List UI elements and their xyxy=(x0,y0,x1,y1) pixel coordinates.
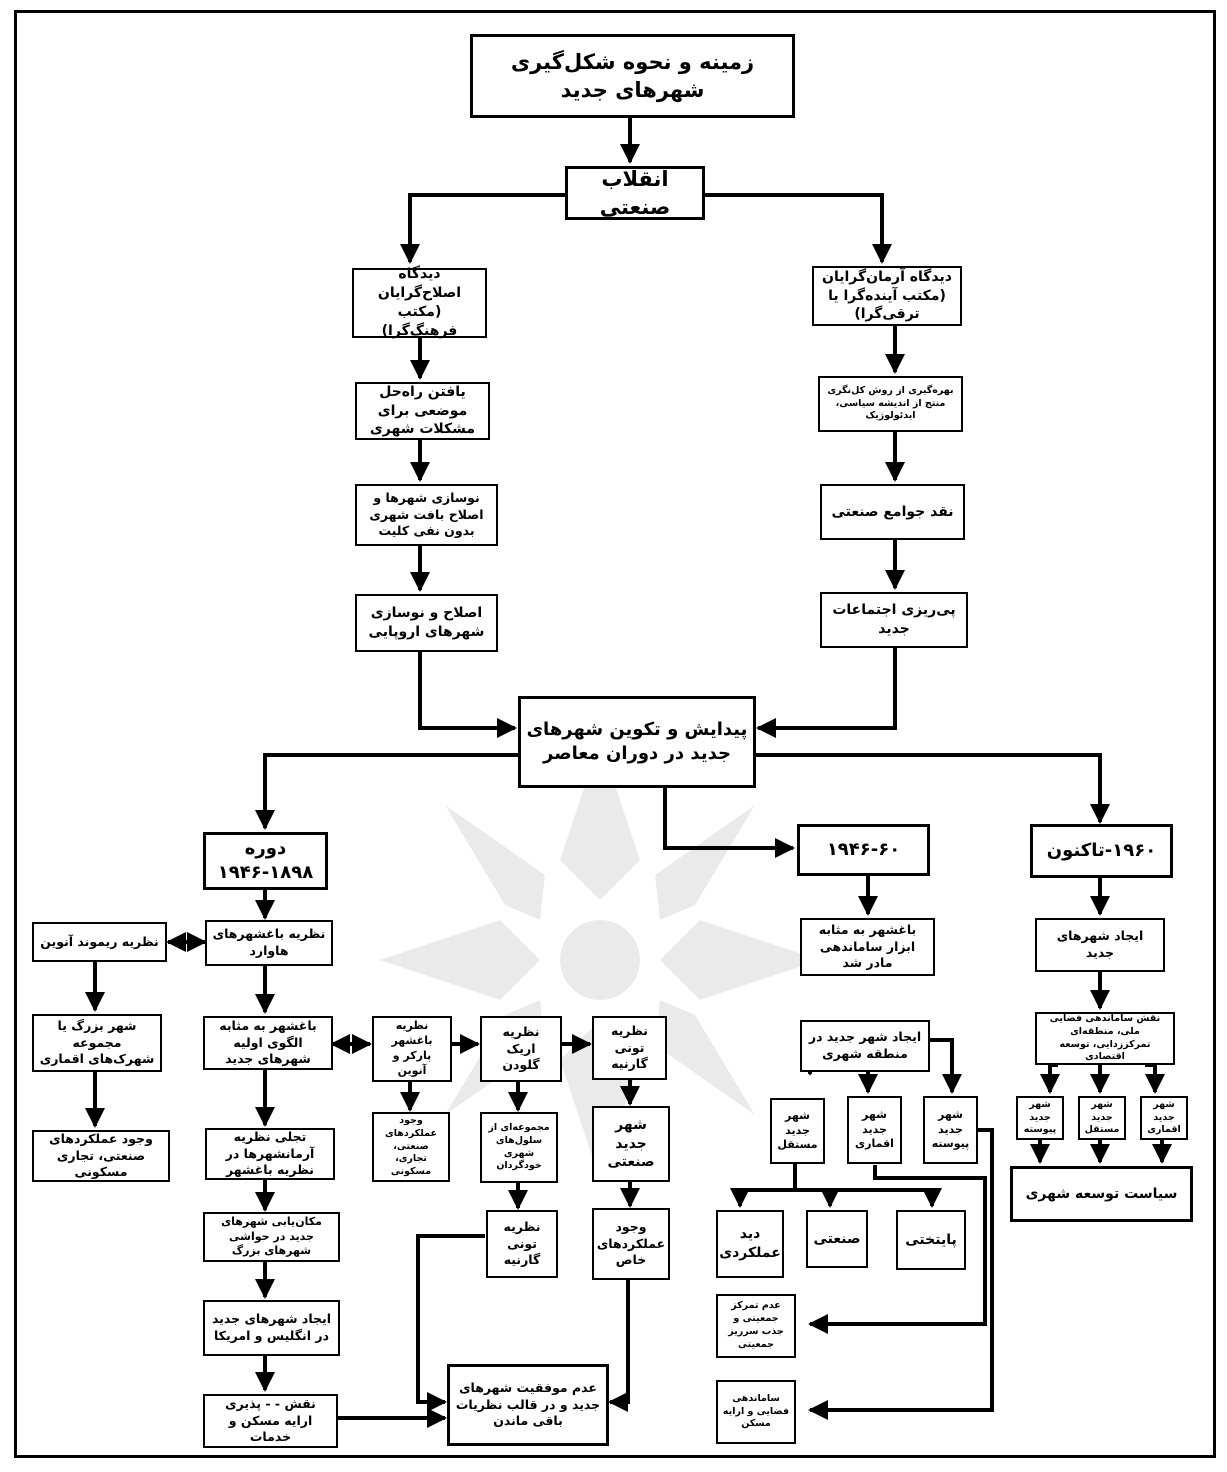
attached-city-box-3: شهر جدید پیوسته xyxy=(1016,1096,1064,1140)
gloden-theory-box: نظریه اریک گلودن xyxy=(480,1016,562,1082)
big-city-box: شهر بزرگ یا مجموعه شهرک‌های اقماری xyxy=(32,1014,162,1072)
decentralization-box: عدم تمرکز جمعیتی و جذب سرریز جمعیتی xyxy=(716,1294,796,1358)
utopia-manifest-box: تجلی نظریه آرمانشهرها در نظریه باغشهر xyxy=(205,1128,335,1180)
industrial-new-city-box: شهر جدید صنعتی xyxy=(592,1106,670,1182)
industrial-critique-box: نقد جوامع صنعتی xyxy=(820,484,965,540)
emergence-box: پیدایش و تکوین شهرهای جدید در دوران معاص… xyxy=(518,696,756,788)
holistic-method-box: بهره‌گیری از روش کل‌نگری منتج از اندیشه … xyxy=(818,376,963,432)
period-1-label: دوره ۱۸۹۸-۱۹۴۶ xyxy=(203,832,328,890)
independent-city-box: شهر جدید مستقل xyxy=(770,1098,825,1164)
urban-region-box: ایجاد شهر جدید در منطقه شهری xyxy=(800,1020,930,1072)
prototype-box: باغشهر به مثابه الگوی اولیه شهرهای جدید xyxy=(203,1016,333,1070)
title-box: زمینه و نحوه شکل‌گیری شهرهای جدید xyxy=(470,34,795,118)
urban-policy-box: سیاست توسعه شهری xyxy=(1010,1166,1193,1222)
howard-garden-city-box: نظریه باغشهرهای هاوارد xyxy=(205,920,333,966)
parker-functions-box: وجود عملکردهای صنعتی، تجاری، مسکونی xyxy=(372,1112,450,1182)
unwin-theory-box: نظریه ریموند آنوین xyxy=(32,922,167,962)
new-communities-box: پی‌ریزی اجتماعات جدید xyxy=(820,592,968,648)
attached-city-box: شهر جدید پیوسته xyxy=(923,1096,978,1164)
functional-view-box: دید عملکردی xyxy=(716,1210,784,1278)
spatial-organizing-box: ساماندهی فضایی و ارایه مسکن xyxy=(716,1380,796,1444)
garnier-theory-box-a: نظریه تونی گارنیه xyxy=(592,1016,667,1080)
housing-role-box: نقش - - پذیری ارایه مسکن و خدمات xyxy=(203,1394,338,1448)
diagram-frame xyxy=(14,10,1216,1458)
independent-city-box-3: شهر جدید مستقل xyxy=(1078,1096,1126,1140)
garden-city-tool-box: باغشهر به مثابه ابزار ساماندهی مادر شد xyxy=(800,918,935,976)
utopian-view-box: دیدگاه آرمان‌گرایان (مکتب آینده‌گرا یا ت… xyxy=(812,266,962,326)
industrial-type-box: صنعتی xyxy=(806,1210,868,1268)
europe-renovation-box: اصلاح و نوسازی شهرهای اروپایی xyxy=(355,594,498,652)
national-role-box: نقش ساماندهی فضایی ملی، منطقه‌ای تمرکززد… xyxy=(1035,1012,1175,1065)
special-functions-box: وجود عملکردهای خاص xyxy=(592,1208,670,1280)
period-2-label: ۱۹۴۶-۶۰ xyxy=(797,824,930,876)
period-3-label: ۱۹۶۰-تاکنون xyxy=(1030,824,1173,878)
unwin-functions-box: وجود عملکردهای صنعتی، تجاری مسکونی xyxy=(32,1130,170,1182)
satellite-city-box: شهر جدید اقماری xyxy=(847,1096,902,1164)
industrial-revolution-box: انقلاب صنعتی xyxy=(565,166,705,220)
garnier-theory-box-b: نظریه تونی گارنیه xyxy=(486,1210,558,1278)
parker-unwin-theory-box: نظریه باغشهر پارکر و آنوین xyxy=(372,1016,452,1082)
creation-england-usa-box: ایجاد شهرهای جدید در انگلیس و امریکا xyxy=(203,1300,340,1356)
create-new-cities-box: ایجاد شهرهای جدید xyxy=(1035,918,1165,972)
watermark-emblem xyxy=(380,740,820,1180)
satellite-city-box-3: شهر جدید اقماری xyxy=(1140,1096,1188,1140)
capital-type-box: پایتختی xyxy=(896,1210,966,1270)
renovation-box: نوسازی شهرها و اصلاح بافت شهری بدون نفی … xyxy=(355,484,498,546)
self-governing-cells-box: مجموعه‌ای از سلول‌های شهری خودگردان xyxy=(480,1112,558,1183)
local-solution-box: یافتن راه‌حل موضعی برای مشکلات شهری xyxy=(355,382,490,440)
reformist-view-box: دیدگاه اصلاح‌گرایان (مکتب فرهنگ‌گرا) xyxy=(352,266,487,339)
failure-box: عدم موفقیت شهرهای جدید و در قالب نظریات … xyxy=(447,1364,609,1446)
location-box: مکان‌یابی شهرهای جدید در حواشی شهرهای بز… xyxy=(203,1212,340,1262)
